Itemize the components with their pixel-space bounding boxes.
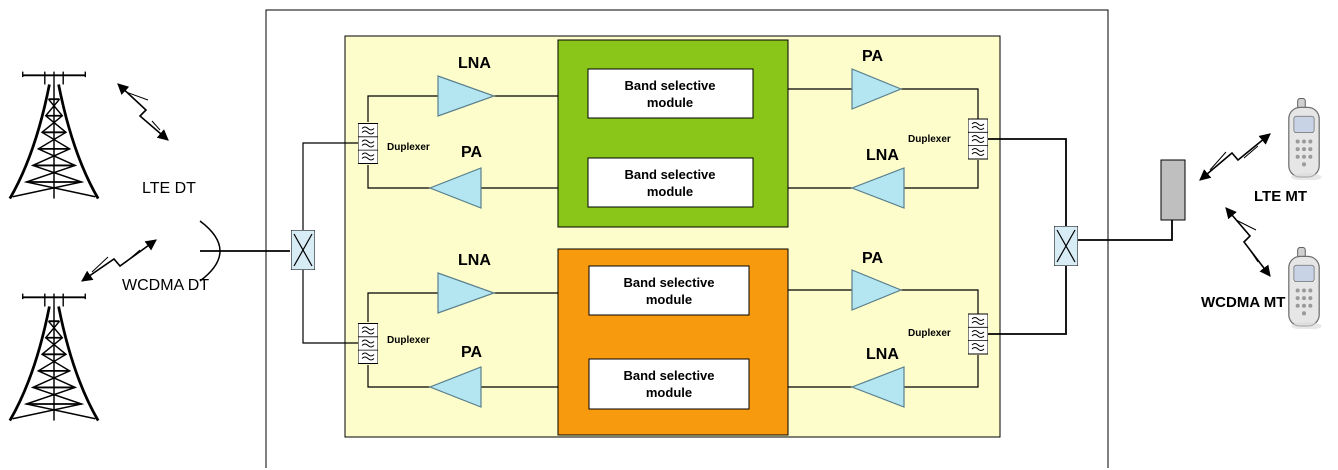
pa-label-2: PA xyxy=(862,48,883,65)
wcdma-wireless-link-icon xyxy=(81,239,157,282)
lte-dt-label: LTE DT xyxy=(142,180,196,197)
module-2-line1: Band selective xyxy=(624,167,715,182)
left-coupler-icon xyxy=(291,230,315,270)
pa-amplifier-top-left xyxy=(428,167,482,209)
lna-label-4: LNA xyxy=(866,346,899,363)
lte-tower-icon xyxy=(8,70,100,200)
lte-wireless-link-icon xyxy=(117,83,169,141)
module-2-line2: module xyxy=(647,184,693,199)
lna-amplifier-top-right xyxy=(850,167,905,209)
lna-amplifier-top xyxy=(437,75,496,117)
lna-amplifier-bottom-right xyxy=(850,366,905,408)
right-coupler-icon xyxy=(1054,226,1078,266)
duplexer-label-4: Duplexer xyxy=(908,328,951,339)
wcdma-mt-wireless-link-icon xyxy=(1225,207,1271,277)
band-selective-module-3 xyxy=(588,265,750,316)
lna-label-2: LNA xyxy=(866,147,899,164)
lna-label-1: LNA xyxy=(458,55,491,72)
band-selective-module-1 xyxy=(587,68,754,119)
duplexer-icon-bottom-left xyxy=(358,322,378,365)
wcdma-tower-icon xyxy=(8,292,100,422)
duplexer-icon-top-right xyxy=(968,118,988,160)
duplexer-icon-bottom-right xyxy=(968,313,988,355)
lna-amplifier-bottom xyxy=(437,272,496,314)
duplexer-label-1: Duplexer xyxy=(387,142,430,153)
duplexer-icon-top-left xyxy=(358,122,378,165)
wcdma-mt-label: WCDMA MT xyxy=(1201,294,1285,311)
band-selective-module-4 xyxy=(588,358,750,410)
lte-mt-label: LTE MT xyxy=(1254,188,1307,205)
left-feed-wiring xyxy=(200,142,358,344)
donor-antenna-icon xyxy=(199,220,221,282)
duplexer-label-2: Duplexer xyxy=(387,335,430,346)
wcdma-dt-label: WCDMA DT xyxy=(122,277,209,294)
module-1-line2: module xyxy=(647,95,693,110)
pa-label-1: PA xyxy=(461,144,482,161)
wcdma-phone-icon xyxy=(1288,247,1323,329)
wcdma-chain-wiring xyxy=(367,289,979,388)
band-selective-module-2 xyxy=(587,157,754,208)
pa-label-3: PA xyxy=(461,344,482,361)
module-3-line1: Band selective xyxy=(623,275,714,290)
lte-chain-wiring xyxy=(367,88,979,189)
pa-amplifier-bottom-left xyxy=(428,366,482,408)
duplexer-label-3: Duplexer xyxy=(908,134,951,145)
pa-amplifier-bottom-right xyxy=(851,269,903,311)
module-4-line2: module xyxy=(646,385,692,400)
lte-mt-wireless-link-icon xyxy=(1199,133,1271,181)
module-3-line2: module xyxy=(646,292,692,307)
pa-amplifier-top-right xyxy=(851,68,903,110)
pa-label-4: PA xyxy=(862,250,883,267)
module-4-line1: Band selective xyxy=(623,368,714,383)
coverage-antenna-unit xyxy=(1160,159,1186,221)
right-feed-wiring xyxy=(988,138,1173,335)
lna-label-3: LNA xyxy=(458,252,491,269)
module-1-line1: Band selective xyxy=(624,78,715,93)
enclosure-outline xyxy=(265,9,1109,468)
lte-phone-icon xyxy=(1288,98,1323,180)
